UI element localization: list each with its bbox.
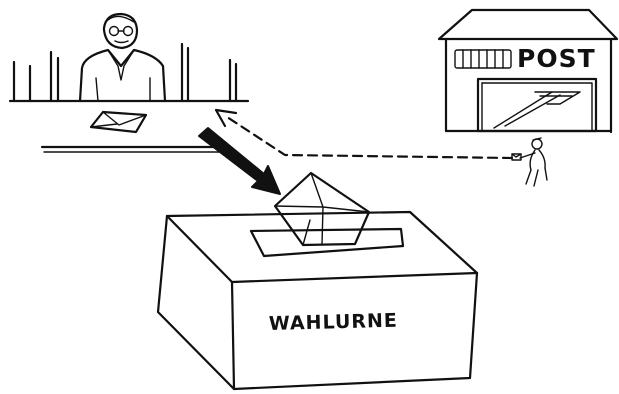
official-figure — [80, 14, 165, 101]
mail-carrier-figure — [512, 138, 547, 186]
ballot-envelope-icon — [275, 173, 369, 245]
post-office-building: POST — [439, 10, 617, 132]
post-office-sign: POST — [517, 44, 596, 73]
dashed-arrowhead-icon — [216, 110, 236, 126]
bold-arrow-icon — [199, 128, 280, 194]
postal-delivery-path — [216, 110, 512, 158]
post-office-door — [478, 79, 596, 131]
ballot-box-label: WAHLURNE — [269, 310, 399, 335]
envelope-icon — [91, 112, 146, 132]
ballot-box: WAHLURNE — [158, 173, 477, 389]
